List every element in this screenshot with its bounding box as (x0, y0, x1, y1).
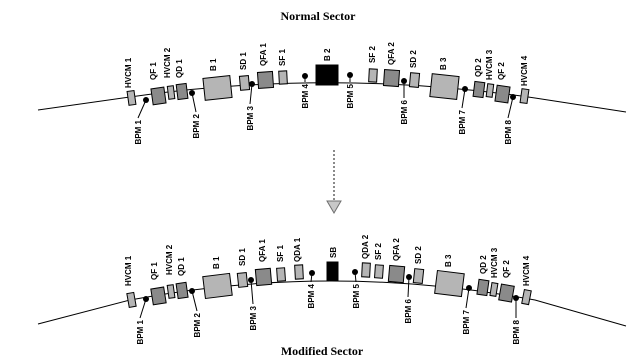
modified-qf1-label: QF 1 (150, 262, 159, 280)
normal-sd2-magnet (408, 72, 421, 88)
normal-hvcm4-label: HVCM 4 (520, 55, 529, 86)
normal-bpm4-label: BPM 4 (301, 83, 310, 108)
normal-bpm7-label: BPM 7 (458, 109, 467, 134)
modified-sector-title: Modified Sector (281, 344, 364, 358)
normal-bpm8-label: BPM 8 (504, 119, 513, 144)
normal-bpm-leaders (137, 75, 514, 119)
modified-bpm4-label: BPM 4 (307, 283, 316, 308)
normal-qf2-magnet (494, 84, 511, 104)
modified-qfa1-label: QFA 1 (258, 239, 267, 262)
modified-b3-magnet (434, 269, 465, 298)
modified-sf1-label: SF 1 (276, 245, 285, 262)
modified-hvcm4-label: HVCM 4 (522, 255, 531, 286)
modified-sd2-magnet (412, 268, 425, 285)
modified-qf1-magnet (150, 286, 167, 306)
modified-qd2-magnet (476, 278, 490, 297)
modified-qfa2-magnet (387, 264, 406, 284)
modified-bpm-leaders (139, 271, 517, 319)
modified-bpm1-label: BPM 1 (136, 319, 145, 344)
modified-b3-label: B 3 (444, 254, 453, 267)
modified-beam-line (37, 280, 627, 327)
normal-bpm1-label: BPM 1 (134, 119, 143, 144)
modified-bpm6-label: BPM 6 (404, 298, 413, 323)
modified-hvcm1-label: HVCM 1 (124, 255, 133, 286)
modified-hvcm2-magnet (166, 284, 176, 299)
normal-qf2-label: QF 2 (497, 62, 506, 80)
normal-sd2-label: SD 2 (409, 50, 418, 68)
modified-bpm5-label: BPM 5 (352, 283, 361, 308)
normal-bpm6-label: BPM 6 (400, 99, 409, 124)
normal-sd1-label: SD 1 (239, 52, 248, 70)
modified-qd1-magnet (175, 281, 189, 300)
normal-sf1-magnet (278, 70, 288, 85)
modified-qfa2-label: QFA 2 (392, 238, 401, 261)
normal-hvcm4-magnet (519, 88, 530, 105)
normal-qf1-magnet (150, 86, 167, 106)
normal-hvcm1-magnet (126, 89, 137, 106)
normal-qd1-magnet (175, 82, 189, 101)
modified-bpm8-label: BPM 8 (512, 319, 521, 344)
normal-bpm3-label: BPM 3 (246, 105, 255, 130)
modified-sb-label: SB (329, 247, 338, 258)
normal-b1-magnet (202, 75, 233, 101)
normal-hvcm2-magnet (166, 85, 176, 100)
modified-qd2-label: QD 2 (479, 255, 488, 274)
normal-qfa2-label: QFA 2 (387, 42, 396, 65)
modified-qda2-magnet (361, 262, 371, 278)
normal-qd1-label: QD 1 (175, 59, 184, 78)
normal-hvcm3-label: HVCM 3 (485, 49, 494, 80)
normal-qfa1-magnet (256, 70, 275, 90)
normal-hvcm3-magnet (485, 83, 495, 98)
modified-qf2-label: QF 2 (502, 260, 511, 278)
modified-hvcm3-label: HVCM 3 (490, 247, 499, 278)
modified-qf2-magnet (498, 283, 515, 303)
modified-b1-magnet (202, 272, 233, 300)
modified-sb-magnet (326, 261, 339, 282)
modified-hvcm2-label: HVCM 2 (165, 244, 174, 275)
modified-sector: HVCM 1 QF 1 HVCM 2 QD 1 B 1 SD 1 QFA 1 S… (37, 234, 627, 358)
modified-qda1-magnet (294, 264, 304, 280)
normal-b2-label: B 2 (323, 48, 332, 61)
normal-b2-magnet (315, 64, 339, 86)
normal-sf1-label: SF 1 (278, 49, 287, 66)
normal-bpm2-label: BPM 2 (192, 113, 201, 138)
modified-sd1-label: SD 1 (238, 248, 247, 266)
modified-hvcm4-magnet (521, 288, 532, 306)
modified-sf2-label: SF 2 (374, 243, 383, 260)
modified-hvcm3-magnet (489, 282, 499, 297)
normal-qf1-label: QF 1 (149, 62, 158, 80)
normal-sector-title: Normal Sector (281, 9, 357, 23)
modified-sf2-magnet (373, 264, 384, 279)
modified-bpm7-label: BPM 7 (462, 309, 471, 334)
modified-qd1-label: QD 1 (177, 257, 186, 276)
modified-qfa1-magnet (254, 267, 273, 287)
modified-b1-label: B 1 (212, 256, 221, 269)
normal-qfa1-label: QFA 1 (259, 43, 268, 66)
normal-sector: Normal Sector (37, 9, 627, 144)
modified-bpm2-label: BPM 2 (193, 312, 202, 337)
normal-bpm5-label: BPM 5 (346, 83, 355, 108)
modified-qda1-label: QDA 1 (293, 237, 302, 262)
normal-b3-label: B 3 (439, 57, 448, 70)
normal-b1-label: B 1 (209, 58, 218, 71)
normal-qd2-label: QD 2 (474, 58, 483, 77)
modified-sd2-label: SD 2 (414, 246, 423, 264)
down-arrow-icon (326, 150, 342, 214)
normal-sd1-magnet (238, 75, 251, 91)
modified-bpm3-label: BPM 3 (249, 305, 258, 330)
modified-sd1-magnet (236, 271, 249, 288)
normal-b3-magnet (429, 73, 460, 100)
normal-sf2-magnet (368, 68, 378, 83)
modified-qda2-label: QDA 2 (361, 234, 370, 259)
normal-hvcm2-label: HVCM 2 (163, 47, 172, 78)
normal-hvcm1-label: HVCM 1 (124, 57, 133, 88)
normal-qfa2-magnet (382, 68, 401, 88)
normal-sf2-label: SF 2 (368, 46, 377, 63)
modified-hvcm1-magnet (126, 291, 137, 308)
normal-qd2-magnet (472, 80, 486, 99)
modified-sf1-magnet (276, 267, 287, 282)
